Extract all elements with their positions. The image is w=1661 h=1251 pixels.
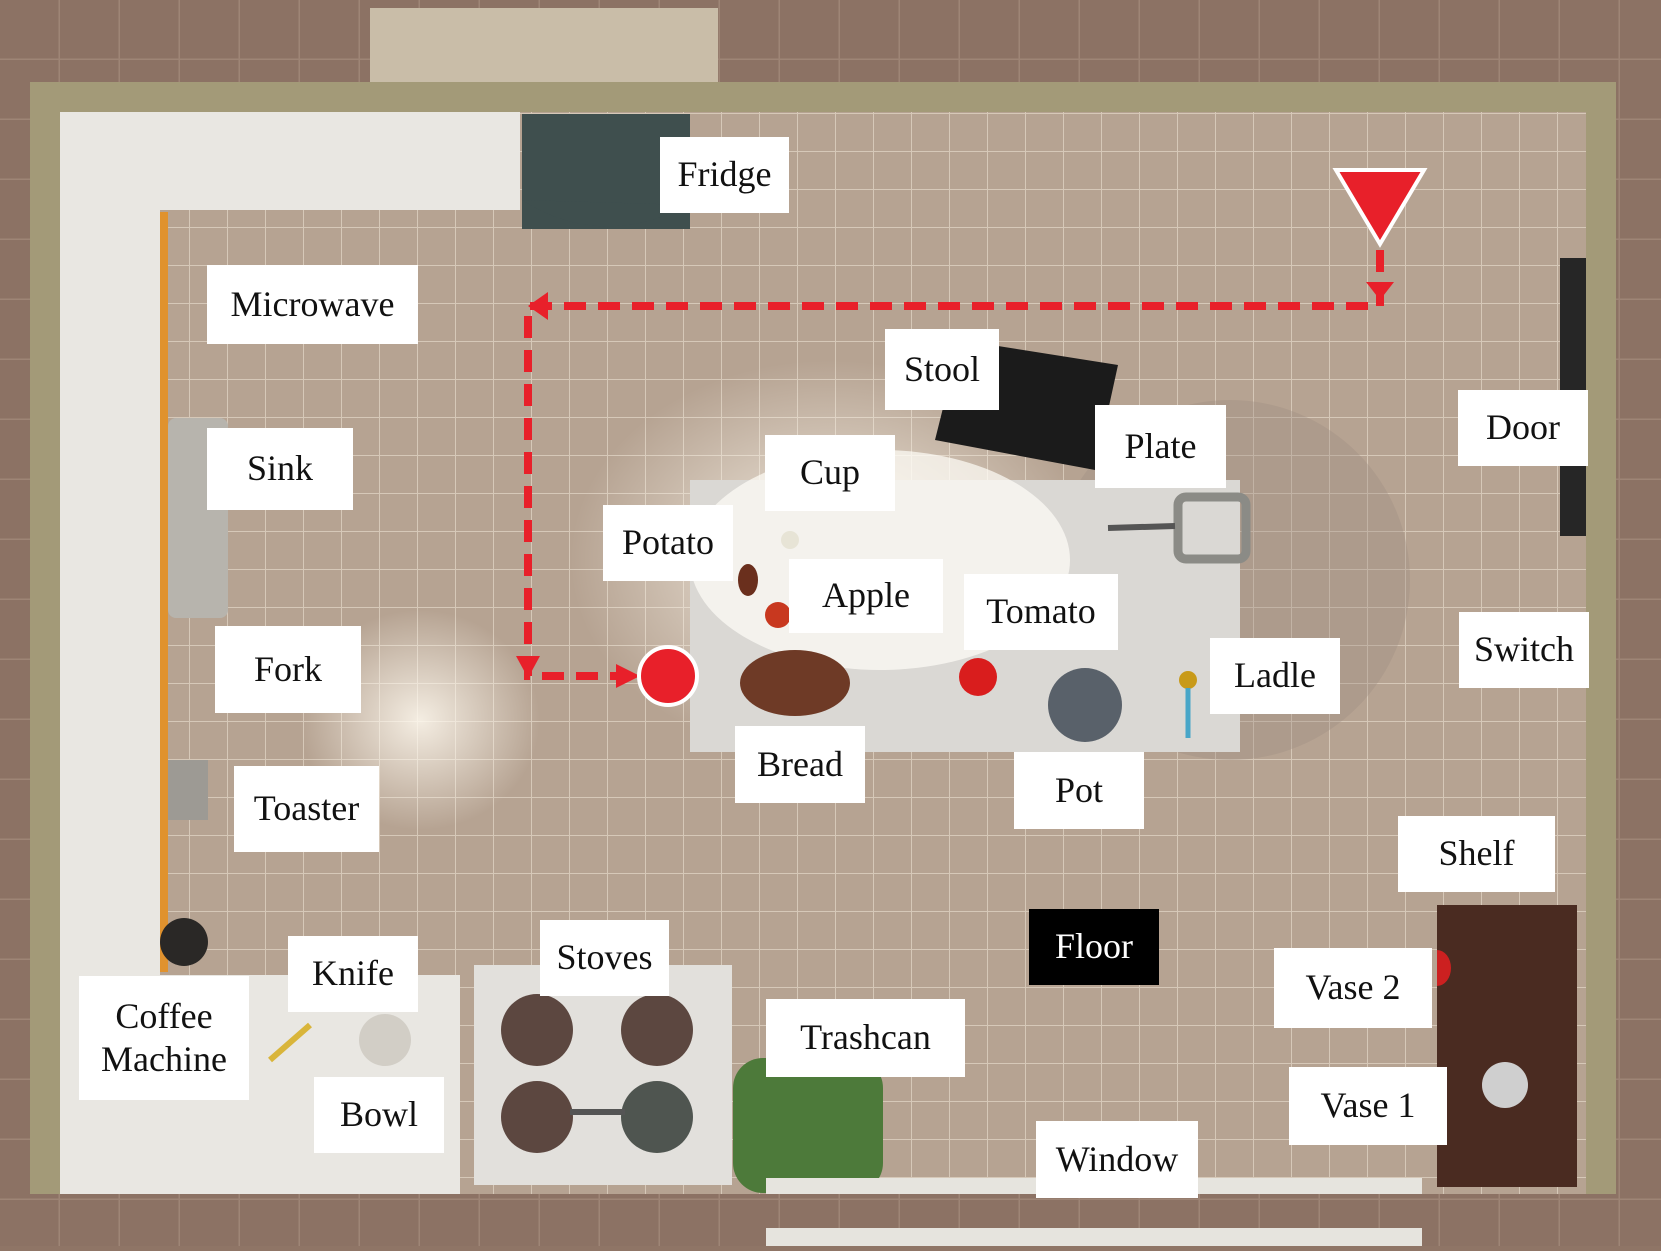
navigation-path xyxy=(516,250,1394,688)
potato-shape xyxy=(738,564,758,596)
plate-pan-shape xyxy=(1173,492,1251,564)
label-toaster: Toaster xyxy=(234,766,379,852)
bowl-shape xyxy=(359,1014,411,1066)
label-sink: Sink xyxy=(207,428,353,510)
vase-2-shape xyxy=(1437,950,1451,986)
label-potato: Potato xyxy=(603,505,733,581)
knife-shape xyxy=(268,1022,312,1063)
doorway-top xyxy=(370,8,718,88)
label-trashcan: Trashcan xyxy=(766,999,965,1077)
counter-edge xyxy=(160,212,168,972)
shelf-shape xyxy=(1437,905,1577,1187)
label-bowl: Bowl xyxy=(314,1077,444,1153)
label-vase-2: Vase 2 xyxy=(1274,948,1432,1028)
toaster-shape xyxy=(168,760,208,820)
label-ladle: Ladle xyxy=(1210,638,1340,714)
label-fork: Fork xyxy=(215,626,361,713)
coffee-machine-shape xyxy=(160,918,208,966)
label-stool: Stool xyxy=(885,329,999,410)
label-plate: Plate xyxy=(1095,405,1226,488)
label-shelf: Shelf xyxy=(1398,816,1555,892)
label-apple: Apple xyxy=(789,559,943,633)
label-stoves: Stoves xyxy=(540,920,669,996)
label-bread: Bread xyxy=(735,726,865,803)
label-floor: Floor xyxy=(1029,909,1159,985)
ladle-shape xyxy=(1179,671,1197,689)
stove-burners xyxy=(501,994,693,1153)
label-vase-1: Vase 1 xyxy=(1289,1067,1447,1145)
vase-1-shape xyxy=(1482,1062,1528,1108)
goal-marker xyxy=(637,645,699,707)
label-microwave: Microwave xyxy=(207,265,418,344)
fridge-door xyxy=(522,200,690,227)
tomato-shape xyxy=(959,658,997,696)
label-switch: Switch xyxy=(1459,612,1589,688)
window-sill xyxy=(766,1228,1422,1246)
label-cup: Cup xyxy=(765,435,895,511)
apple-shape xyxy=(765,602,791,628)
label-pot: Pot xyxy=(1014,752,1144,829)
pot-shape xyxy=(1048,668,1122,742)
pan-handle xyxy=(1107,523,1176,531)
stoves-shape xyxy=(474,965,732,1185)
label-coffee-machine: Coffee Machine xyxy=(79,976,249,1100)
start-marker xyxy=(1332,168,1428,248)
label-fridge: Fridge xyxy=(660,137,789,213)
label-tomato: Tomato xyxy=(964,574,1118,650)
bread-shape xyxy=(740,650,850,716)
cup-shape xyxy=(781,531,799,549)
label-door: Door xyxy=(1458,390,1588,466)
trashcan-shape xyxy=(733,1058,883,1193)
label-window: Window xyxy=(1036,1121,1198,1198)
label-knife: Knife xyxy=(288,936,418,1012)
